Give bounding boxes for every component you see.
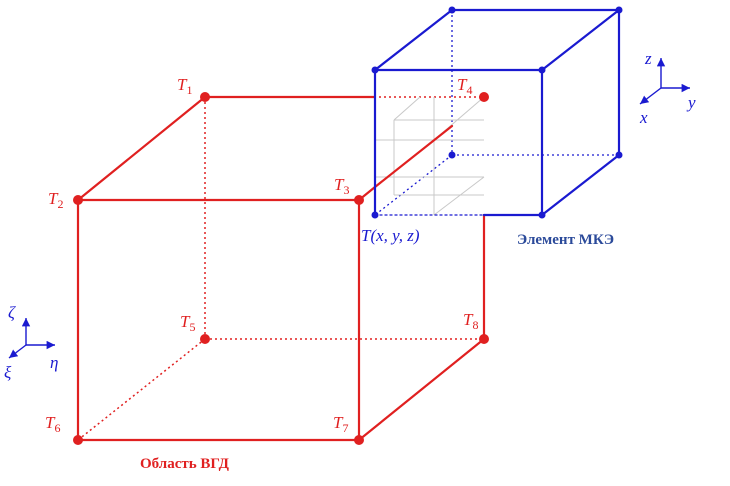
axis-eta-label: η [50, 353, 58, 372]
fem-point-label: T(x, y, z) [361, 226, 420, 245]
fem-hidden-edges [374, 10, 619, 216]
fem-caption: Элемент МКЭ [517, 232, 614, 248]
vertex-t4 [479, 92, 489, 102]
vertex-t7 [354, 435, 364, 445]
vertex-t1 [200, 92, 210, 102]
label-t4: T4 [457, 75, 472, 97]
vgd-labels: T1 T2 T3 T4 T5 T6 T7 T8 [45, 75, 478, 435]
axis-xi-label: ξ [4, 363, 12, 382]
label-t1: T1 [177, 75, 192, 97]
axis-x-label: x [639, 108, 648, 127]
fem-vertex [615, 151, 623, 159]
axis-z-label: z [644, 49, 652, 68]
label-t7: T7 [333, 413, 348, 435]
vertex-t2 [73, 195, 83, 205]
label-t8: T8 [463, 310, 478, 332]
label-t2: T2 [48, 189, 63, 211]
fem-inner-grid [375, 96, 485, 216]
fem-vertex [371, 66, 379, 74]
fem-vertices [371, 6, 623, 219]
vgd-hidden-edges [77, 96, 484, 441]
fem-vertex [448, 6, 456, 14]
vertex-t6 [73, 435, 83, 445]
vgd-visible-edges [76, 95, 486, 442]
vertex-t8 [479, 334, 489, 344]
axis-zeta-label: ζ [8, 303, 16, 322]
vertex-t5 [200, 334, 210, 344]
fem-vertex [538, 211, 546, 219]
fem-axes [639, 58, 690, 105]
axis-y-label: y [686, 93, 696, 112]
fem-vertex [448, 151, 456, 159]
fem-vertex [615, 6, 623, 14]
fem-point-t [371, 211, 379, 219]
vgd-caption: Область ВГД [140, 456, 230, 472]
vgd-vertices [73, 92, 489, 445]
label-t6: T6 [45, 413, 60, 435]
label-t5: T5 [180, 312, 195, 334]
label-t3: T3 [334, 175, 349, 197]
vertex-t3 [354, 195, 364, 205]
vgd-axes [8, 318, 55, 359]
fem-visible-edges [373, 8, 621, 217]
fem-vertex [538, 66, 546, 74]
